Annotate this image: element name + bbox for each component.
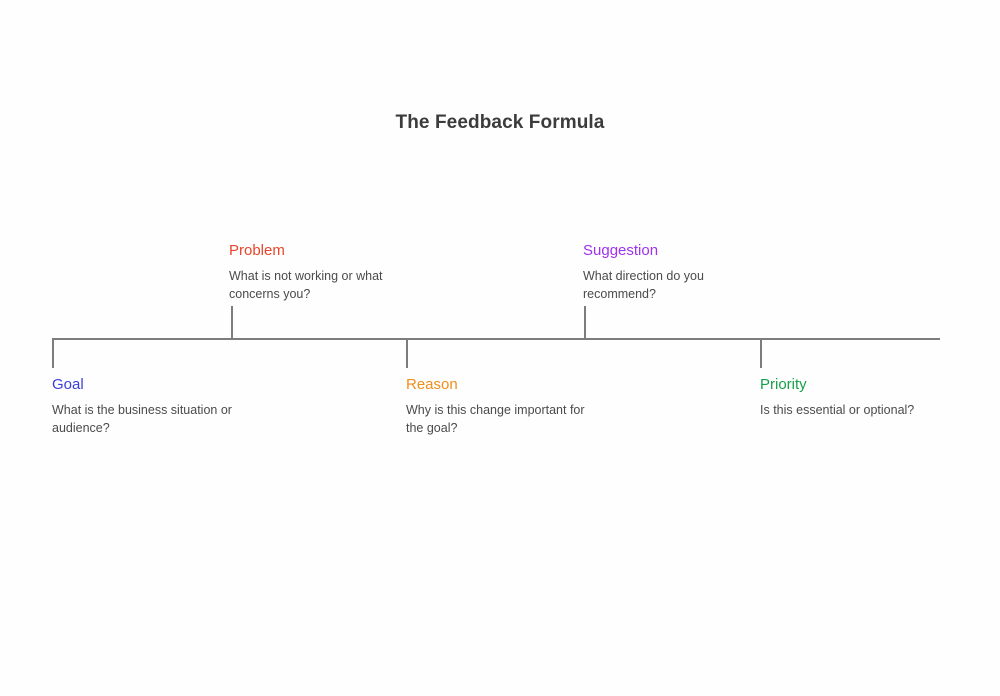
timeline-item-reason: Reason Why is this change important for … bbox=[406, 376, 606, 437]
page-title: The Feedback Formula bbox=[395, 112, 605, 133]
timeline-item-suggestion: Suggestion What direction do you recomme… bbox=[583, 242, 773, 303]
timeline-item-goal: Goal What is the business situation or a… bbox=[52, 376, 252, 437]
timeline-item-reason-label: Reason bbox=[406, 376, 458, 393]
timeline-item-problem: Problem What is not working or what conc… bbox=[229, 242, 419, 303]
timeline-item-reason-description: Why is this change important for the goa… bbox=[406, 403, 585, 435]
timeline-item-problem-description: What is not working or what concerns you… bbox=[229, 269, 383, 301]
timeline-item-priority-label: Priority bbox=[760, 376, 807, 393]
tick-goal bbox=[52, 338, 54, 368]
timeline-axis bbox=[52, 338, 940, 340]
timeline-item-priority: Priority Is this essential or optional? bbox=[760, 376, 970, 420]
timeline-item-goal-label: Goal bbox=[52, 376, 84, 393]
timeline-item-suggestion-description: What direction do you recommend? bbox=[583, 269, 704, 301]
tick-problem bbox=[231, 306, 233, 339]
tick-reason bbox=[406, 338, 408, 368]
tick-suggestion bbox=[584, 306, 586, 339]
tick-priority bbox=[760, 338, 762, 368]
timeline-item-priority-description: Is this essential or optional? bbox=[760, 403, 915, 417]
timeline-item-problem-label: Problem bbox=[229, 242, 285, 259]
timeline-item-goal-description: What is the business situation or audien… bbox=[52, 403, 232, 435]
timeline-item-suggestion-label: Suggestion bbox=[583, 242, 659, 259]
